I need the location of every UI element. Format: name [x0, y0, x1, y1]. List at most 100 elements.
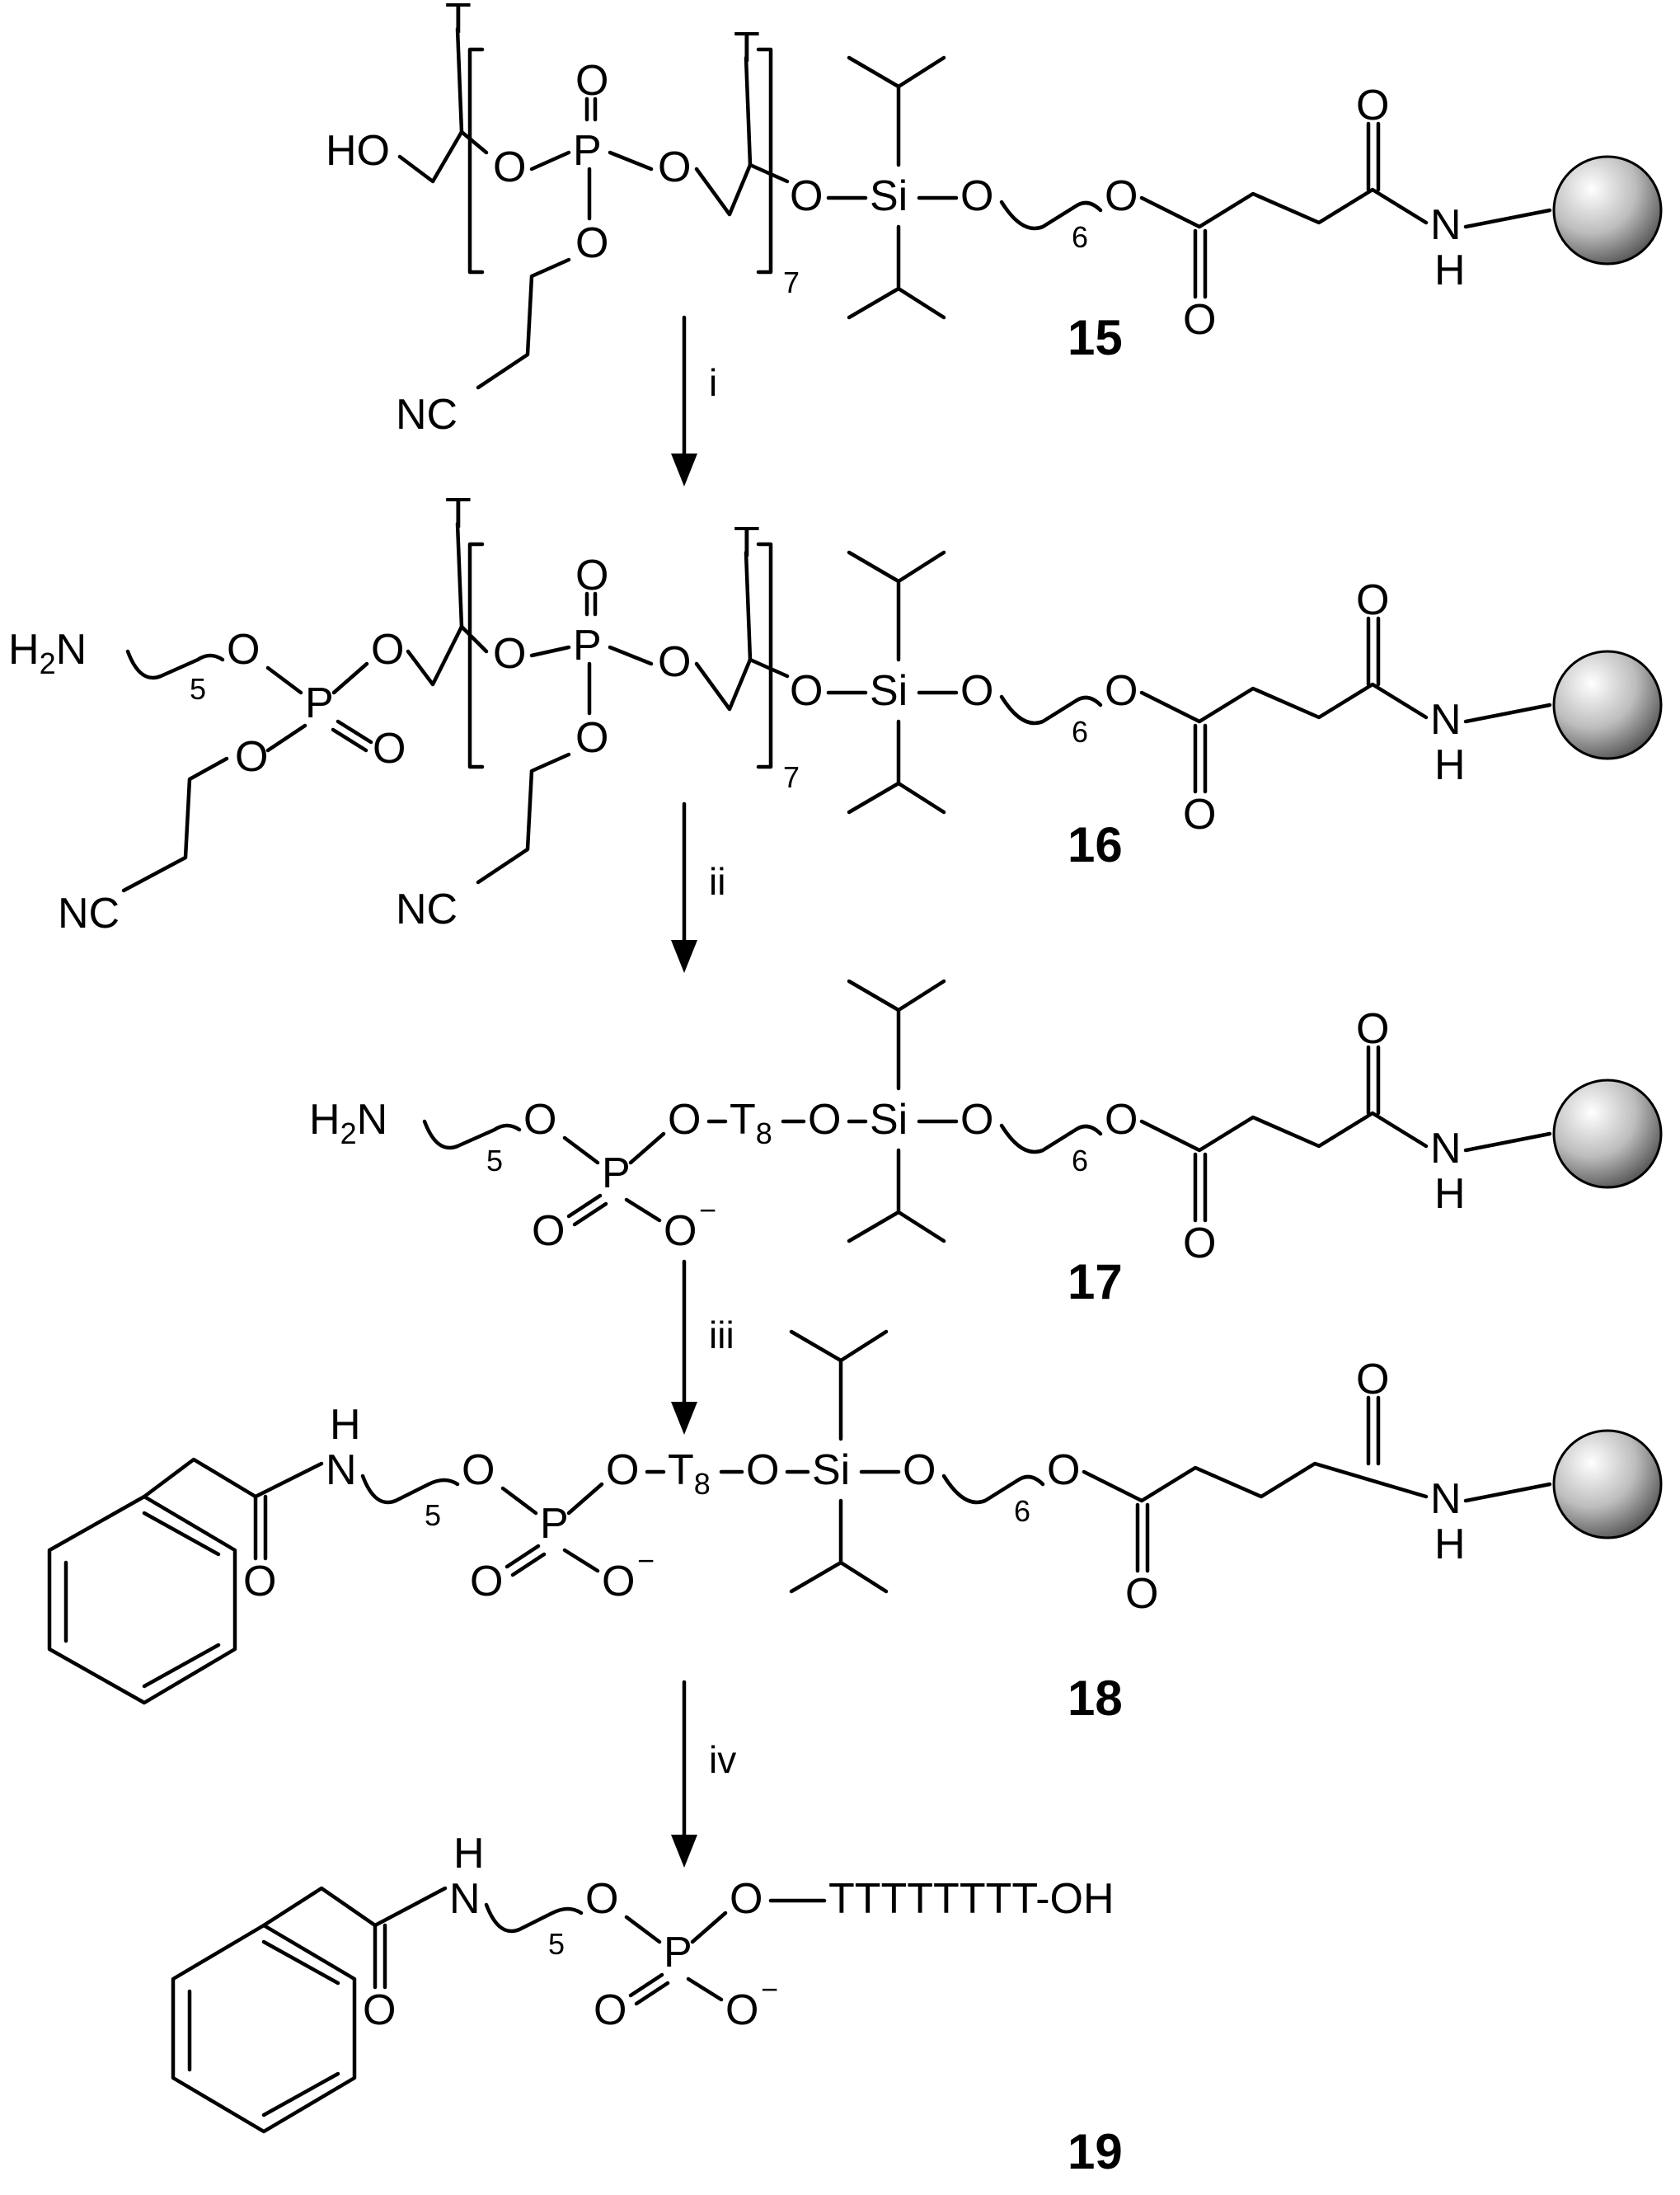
atom-label: O	[575, 57, 608, 105]
atom-label: O	[373, 725, 406, 773]
compound-17-structure: H2N 5 O P O T8 O O O − Si O 6 O O O N H …	[309, 979, 1663, 1309]
atom-label: O	[664, 1207, 697, 1255]
atom-label: O	[523, 1096, 556, 1144]
atom-label: O	[371, 626, 404, 674]
solid-support-bead	[1552, 650, 1663, 760]
solid-support-bead	[1552, 1079, 1663, 1189]
atom-label: N	[1430, 201, 1462, 249]
charge-label: −	[761, 1972, 778, 2006]
nucleobase-label: T	[734, 24, 760, 72]
atom-label: O	[470, 1558, 503, 1605]
repeat-count: 7	[783, 266, 800, 299]
compound-15-structure: HO T O P O O T 7 O NC O Si O 6 O O	[326, 0, 1663, 439]
atom-label: O	[658, 638, 691, 686]
compound-18-structure: O N H 5 O P O T8 O O O − Si O 6 O O O N …	[47, 1329, 1663, 1726]
atom-label: H	[1434, 1170, 1466, 1218]
atom-label: Si	[870, 1096, 908, 1144]
nucleobase-label: T	[445, 490, 472, 538]
atom-label: N	[1430, 696, 1462, 744]
atom-label: H	[330, 1401, 361, 1449]
atom-label: P	[540, 1500, 569, 1548]
atom-label: O	[808, 1096, 841, 1144]
atom-label: NC	[396, 391, 458, 439]
atom-label: Si	[812, 1446, 850, 1494]
atom-label: O	[725, 1986, 758, 2034]
atom-label: O	[960, 667, 993, 715]
atom-label: O	[363, 1986, 396, 2034]
compound-number: 17	[1068, 1254, 1123, 1309]
atom-label: O	[960, 172, 993, 220]
atom-label: NC	[58, 890, 120, 938]
atom-label: O	[1356, 1005, 1389, 1053]
atom-label: O	[575, 552, 608, 599]
atom-label: N	[449, 1875, 481, 1923]
repeat-count: 7	[783, 760, 800, 794]
chain-count: 6	[1072, 1144, 1088, 1177]
atom-label: P	[573, 127, 602, 175]
atom-label: H2N	[309, 1096, 387, 1150]
atom-label: P	[305, 679, 334, 727]
atom-label: O	[493, 630, 526, 678]
compound-number: 19	[1068, 2124, 1123, 2179]
atom-label: O	[1105, 172, 1138, 220]
atom-label: O	[790, 667, 823, 715]
compound-number: 16	[1068, 817, 1123, 872]
atom-label: Si	[870, 172, 908, 220]
solid-support-bead	[1552, 1429, 1663, 1539]
atom-label: P	[602, 1149, 631, 1197]
reaction-arrow-iv: iv	[671, 1680, 736, 1868]
step-label: i	[709, 361, 717, 404]
atom-label: O	[1125, 1570, 1158, 1618]
atom-label: O	[532, 1207, 565, 1255]
charge-label: −	[699, 1193, 716, 1227]
atom-label: T8	[730, 1096, 772, 1150]
compound-number: 15	[1068, 310, 1123, 365]
oligo-tail: TTTTTTTT-OH	[828, 1875, 1115, 1923]
atom-label: O	[594, 1986, 626, 2034]
atom-label: P	[573, 622, 602, 670]
chain-count: 5	[425, 1498, 441, 1532]
atom-label: O	[227, 626, 260, 674]
atom-label: Si	[870, 667, 908, 715]
nucleobase-label: T	[734, 519, 760, 566]
solid-support-bead	[1552, 155, 1663, 266]
atom-label: O	[746, 1446, 779, 1494]
nucleobase-label: T	[445, 0, 472, 43]
atom-label: N	[1430, 1475, 1462, 1523]
atom-label: O	[606, 1446, 639, 1494]
atom-label: H	[1434, 741, 1466, 789]
reaction-arrow-iii: iii	[671, 1259, 734, 1435]
step-label: iv	[709, 1738, 736, 1781]
atom-label: O	[658, 143, 691, 191]
atom-label: O	[462, 1446, 495, 1494]
atom-label: H	[453, 1830, 485, 1878]
compound-number: 18	[1068, 1671, 1123, 1726]
chain-count: 5	[190, 672, 206, 706]
atom-label: O	[493, 143, 526, 191]
step-label: ii	[709, 860, 725, 903]
chain-count: 6	[1014, 1494, 1030, 1528]
atom-label: NC	[396, 886, 458, 933]
atom-label: N	[1430, 1125, 1462, 1173]
atom-label: O	[903, 1446, 936, 1494]
atom-label: H2N	[8, 626, 87, 680]
atom-label: O	[730, 1875, 763, 1923]
atom-label: O	[602, 1558, 635, 1605]
atom-label: O	[1356, 576, 1389, 624]
atom-label: O	[575, 714, 608, 762]
compound-19-structure: O N H 5 O P O TTTTTTTT-OH O O − 19	[171, 1830, 1123, 2179]
atom-label: O	[668, 1096, 701, 1144]
atom-label: T8	[668, 1446, 711, 1501]
reaction-arrow-ii: ii	[671, 801, 725, 973]
reaction-arrow-i: i	[671, 315, 717, 486]
atom-label: O	[790, 172, 823, 220]
step-label: iii	[709, 1314, 734, 1356]
atom-label: O	[243, 1558, 276, 1605]
atom-label: H	[1434, 247, 1466, 294]
atom-label: O	[1105, 667, 1138, 715]
atom-label: O	[1356, 1356, 1389, 1403]
chain-count: 6	[1072, 220, 1088, 254]
atom-label: HO	[326, 127, 390, 175]
chain-count: 5	[486, 1144, 503, 1177]
